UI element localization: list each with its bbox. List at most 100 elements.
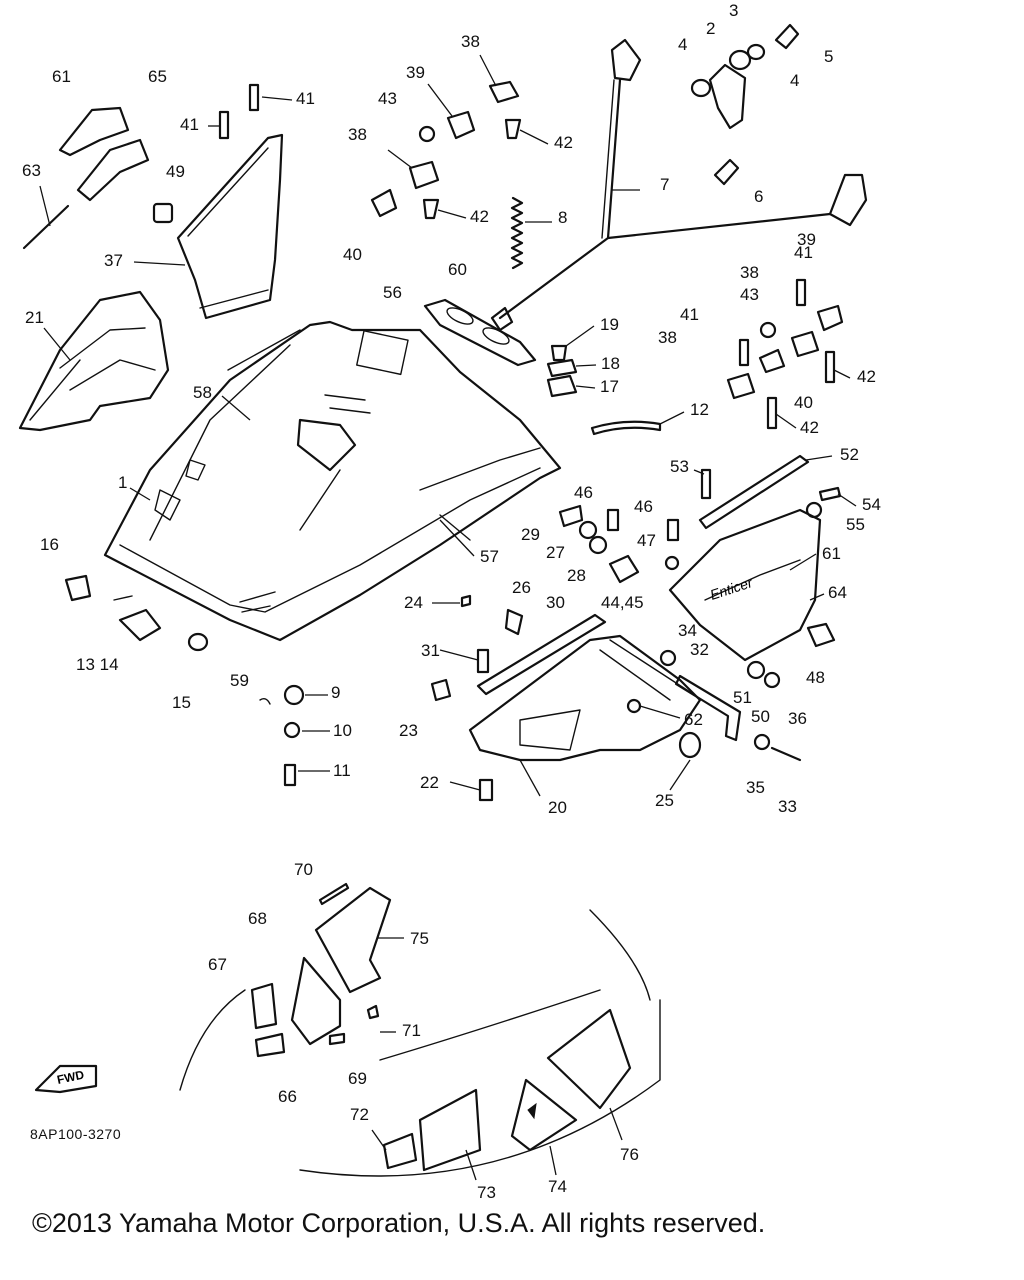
fasteners-right-lower [746, 622, 836, 762]
clip-49 [152, 202, 174, 224]
callout-c41a: 41 [296, 89, 315, 108]
callout-c63: 63 [22, 161, 41, 180]
callout-c2: 2 [706, 19, 715, 38]
callout-c7: 7 [660, 175, 669, 194]
callout-c12: 12 [690, 400, 709, 419]
fasteners-27-47 [558, 504, 680, 584]
callout-c28: 28 [567, 566, 586, 585]
callout-c1314: 13 14 [76, 655, 119, 674]
callout-c26: 26 [512, 578, 531, 597]
callout-c55: 55 [846, 515, 865, 534]
callout-c31: 31 [421, 641, 440, 660]
fwd-label: FWD [56, 1067, 86, 1086]
callout-c41c: 41 [794, 243, 813, 262]
callout-c56: 56 [383, 283, 402, 302]
callout-c71: 71 [402, 1021, 421, 1040]
trim-strip-52 [698, 454, 810, 530]
callout-c35: 35 [746, 778, 765, 797]
leader-lines [39, 54, 857, 1181]
callout-c46a: 46 [574, 483, 593, 502]
lower-console [468, 613, 742, 762]
decal-script: Enticer [708, 574, 756, 603]
callout-c39b: 39 [797, 230, 816, 249]
callout-c17: 17 [600, 377, 619, 396]
fasteners-lower [430, 594, 702, 802]
callout-c50: 50 [751, 707, 770, 726]
callout-c49: 49 [166, 162, 185, 181]
callout-c60: 60 [448, 260, 467, 279]
callout-c22: 22 [420, 773, 439, 792]
callout-c32: 32 [690, 640, 709, 659]
callout-c6: 6 [754, 187, 763, 206]
fwd-arrow-icon: FWD [34, 1064, 98, 1094]
callout-c58: 58 [193, 383, 212, 402]
callout-c10: 10 [333, 721, 352, 740]
callout-c73: 73 [477, 1183, 496, 1202]
fasteners-left-lower [64, 574, 305, 787]
callout-c72: 72 [350, 1105, 369, 1124]
callout-c11: 11 [333, 761, 351, 780]
callout-c1: 1 [118, 473, 127, 492]
callout-c76: 76 [620, 1145, 639, 1164]
cable-assembly [490, 38, 868, 332]
callout-c62: 62 [684, 710, 703, 729]
callout-c43b: 43 [740, 285, 759, 304]
callout-c9: 9 [331, 683, 340, 702]
small-parts-17-19 [546, 344, 578, 398]
callout-c74: 74 [548, 1177, 567, 1196]
callout-c59: 59 [230, 671, 249, 690]
callout-c5: 5 [824, 47, 833, 66]
callout-c41b: 41 [180, 115, 199, 134]
callout-c67: 67 [208, 955, 227, 974]
callout-c34: 34 [678, 621, 697, 640]
callout-c75: 75 [410, 929, 429, 948]
callout-c8: 8 [558, 208, 567, 227]
callout-c33: 33 [778, 797, 797, 816]
callout-c70: 70 [294, 860, 313, 879]
callout-c42d: 42 [800, 418, 819, 437]
callout-c4445: 44,45 [601, 593, 644, 612]
callout-c43a: 43 [378, 89, 397, 108]
callout-c21: 21 [25, 308, 44, 327]
callout-c4a: 4 [678, 35, 687, 54]
callout-c64: 64 [828, 583, 847, 602]
side-panel-left [176, 133, 284, 320]
callout-c30: 30 [546, 593, 565, 612]
callout-c3: 3 [729, 1, 738, 20]
callout-c18: 18 [601, 354, 620, 373]
callout-c52: 52 [840, 445, 859, 464]
headlight-housing [18, 290, 170, 432]
fasteners-53-55 [700, 468, 842, 519]
callout-c38d: 38 [658, 328, 677, 347]
hood-shroud [103, 320, 562, 642]
callout-c16: 16 [40, 535, 59, 554]
callout-c4b: 4 [790, 71, 799, 90]
callout-c37: 37 [104, 251, 123, 270]
callout-c42a: 42 [554, 133, 573, 152]
hinge-clips-upper [218, 80, 522, 220]
callout-c38a: 38 [461, 32, 480, 51]
hinge-clips-right [726, 278, 844, 430]
callout-c40b: 40 [794, 393, 813, 412]
callout-c68: 68 [248, 909, 267, 928]
callout-c61a: 61 [52, 67, 71, 86]
callout-c24: 24 [404, 593, 423, 612]
callout-c39a: 39 [406, 63, 425, 82]
callout-c66: 66 [278, 1087, 297, 1106]
callout-c51: 51 [733, 688, 752, 707]
decal-kit [179, 882, 661, 1177]
callout-c41d: 41 [680, 305, 699, 324]
callout-c38b: 38 [348, 125, 367, 144]
trim-strip-12 [590, 420, 662, 436]
callout-c61b: 61 [822, 544, 841, 563]
callout-c57: 57 [480, 547, 499, 566]
callout-c69: 69 [348, 1069, 367, 1088]
callout-c27: 27 [546, 543, 565, 562]
callout-c38c: 38 [740, 263, 759, 282]
callout-c25: 25 [655, 791, 674, 810]
callout-c47: 47 [637, 531, 656, 550]
callout-c40a: 40 [343, 245, 362, 264]
callout-c20: 20 [548, 798, 567, 817]
